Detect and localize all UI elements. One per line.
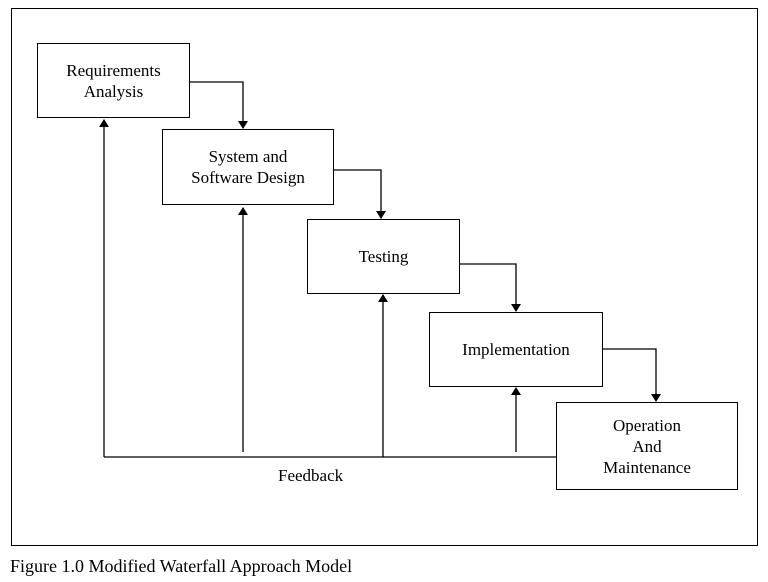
flow-arrow-testing-to-implementation bbox=[460, 263, 521, 312]
system-software-design-box: System and Software Design bbox=[162, 129, 334, 205]
implementation-box: Implementation bbox=[429, 312, 603, 387]
testing-label: Testing bbox=[358, 247, 409, 266]
operation-maintenance-box: Operation And Maintenance bbox=[556, 402, 738, 490]
flow-arrow-implementation-to-operation bbox=[603, 348, 661, 402]
requirements-analysis-label: Requirements Analysis bbox=[66, 60, 161, 101]
system-software-design-label: System and Software Design bbox=[191, 147, 305, 187]
feedback-label: Feedback bbox=[278, 466, 344, 485]
flow-arrow-design-to-testing bbox=[334, 169, 386, 219]
figure-caption: Figure 1.0 Modified Waterfall Approach M… bbox=[10, 556, 353, 576]
requirements-analysis-box: Requirements Analysis bbox=[37, 43, 190, 118]
implementation-label: Implementation bbox=[462, 340, 570, 359]
testing-box: Testing bbox=[307, 219, 460, 294]
flow-arrow-requirements-to-design bbox=[190, 81, 248, 129]
diagram-frame bbox=[11, 8, 758, 546]
operation-maintenance-label: Operation And Maintenance bbox=[603, 415, 691, 477]
